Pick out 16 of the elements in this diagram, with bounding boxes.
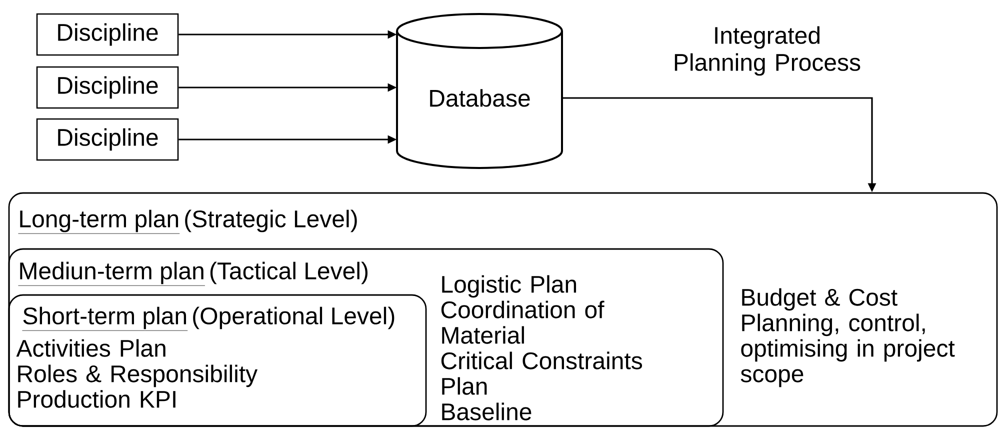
level-heading: Short-term plan (Operational Level) <box>22 306 394 331</box>
item-list: Budget & Cost Planning, control, optimising in project scope <box>740 288 955 388</box>
discipline-box: Discipline <box>36 118 179 161</box>
discipline-box: Discipline <box>36 66 179 109</box>
node-label: Critical Constraints Plan <box>441 352 642 395</box>
level-heading: Mediun-term plan (Tactical Level) <box>18 262 368 286</box>
item-list: Logistic Plan Coordination of Material Critical Constraints Plan Baseline <box>441 275 642 420</box>
edge-label: Integrated Planning Process <box>674 26 860 76</box>
node-label: Coordination of Material <box>441 300 604 344</box>
item-list: Activities Plan Roles & Responsibility Production KPI <box>16 339 258 408</box>
node-label: Database <box>430 89 530 107</box>
discipline-box: Discipline <box>36 13 179 56</box>
node-label: Baseline <box>442 402 532 420</box>
database-cylinder: Database <box>396 13 563 169</box>
level-heading: Long-term plan (Strategic Level) <box>18 210 357 234</box>
node-label: Logistic Plan <box>442 275 576 298</box>
